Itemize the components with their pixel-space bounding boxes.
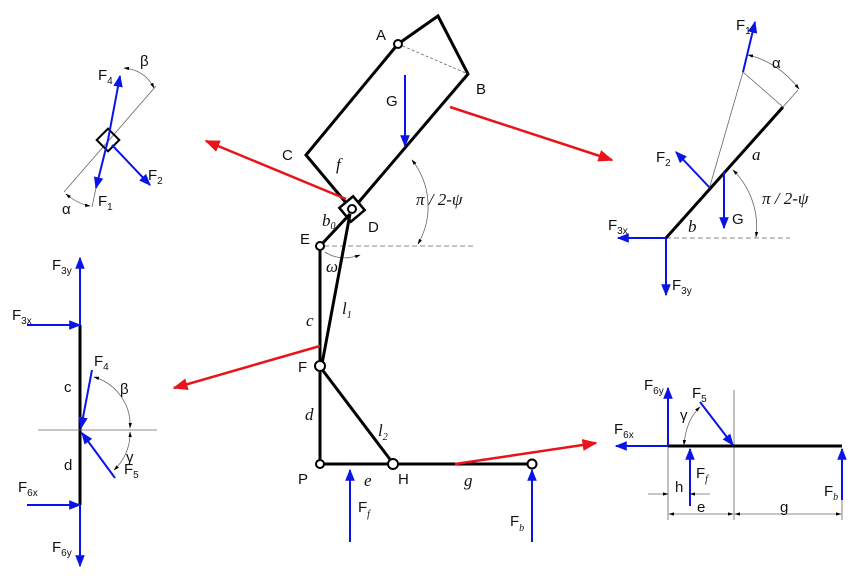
label-c-length: c (306, 311, 314, 330)
label-omega: ω (326, 257, 338, 276)
label-a: a (752, 145, 761, 164)
force-f1-arrow (93, 139, 109, 190)
label-f1: F1 (736, 17, 751, 37)
label-e-length: e (364, 471, 372, 490)
label-alpha: α (772, 55, 781, 72)
pin-d (347, 204, 357, 214)
force-f5-arrow (81, 432, 116, 479)
label-beta: β (120, 381, 129, 398)
label-h: h (675, 479, 683, 496)
label-e: E (300, 231, 310, 248)
force-f5-arrow (699, 401, 734, 446)
beta-arc (123, 66, 155, 89)
seat-frame (304, 13, 470, 213)
angle-arc (411, 159, 429, 245)
label-f2: F2 (148, 167, 163, 187)
label-f: F (298, 359, 307, 376)
pointer-to-column-fbd (172, 344, 321, 391)
label-ff: Ff (696, 465, 709, 485)
force-f4-arrow (78, 369, 93, 430)
label-f5: F5 (124, 461, 139, 481)
force-f1-arrow (742, 20, 758, 73)
base-free-body-diagram: F6y F6x F5 γ Ff Fb h e g (614, 377, 847, 520)
pin-end (526, 458, 538, 470)
label-angle: π / 2-ψ (762, 189, 809, 208)
label-f3y: F3y (52, 257, 72, 277)
force-f2-arrow (111, 144, 151, 186)
pointer-to-base-fbd (454, 439, 598, 466)
column-free-body-diagram: F3y F3x F4 F5 F6x F6y c d β γ (12, 256, 157, 568)
label-e: e (697, 499, 705, 516)
pin-a (393, 39, 403, 49)
label-g-length: g (464, 471, 473, 490)
label-f1: F1 (98, 193, 113, 213)
label-f3x: F3x (608, 217, 628, 237)
label-g: g (780, 499, 788, 516)
label-d: D (368, 219, 379, 236)
label-gamma: γ (680, 407, 688, 424)
label-c: C (282, 147, 293, 164)
label-b0: b0 (322, 211, 336, 232)
slider-free-body-diagram: F4 F1 F2 α β (62, 53, 163, 218)
label-angle: π / 2-ψ (416, 190, 463, 209)
label-h: H (398, 471, 409, 488)
label-beta: β (140, 53, 149, 70)
alpha-arc (65, 193, 91, 207)
label-p: P (298, 471, 308, 488)
label-f5: F5 (692, 385, 707, 405)
label-link-f: f (336, 155, 343, 174)
label-b: B (476, 81, 486, 98)
label-fb: Fb (510, 513, 524, 534)
label-d: d (64, 457, 72, 474)
label-ff: Ff (358, 499, 371, 520)
label-l1: l1 (342, 299, 352, 321)
label-f3x: F3x (12, 307, 32, 327)
alpha-arc (747, 54, 800, 90)
label-d-length: d (305, 405, 314, 424)
label-l2: l2 (378, 421, 388, 443)
label-f3y: F3y (672, 277, 692, 297)
link-l2 (319, 367, 394, 463)
link-b0 (318, 212, 352, 248)
seat-free-body-diagram: F1 α F2 G a b π / 2-ψ F3x F3y (608, 17, 809, 297)
force-f2-arrow (675, 151, 711, 189)
angle-arc (732, 169, 759, 238)
beta-arc (93, 376, 132, 429)
label-g-force: G (386, 93, 398, 110)
pin-f (314, 360, 326, 372)
label-b: b (688, 217, 697, 236)
pointer-to-seat-fbd (449, 105, 614, 162)
label-f6y: F6y (644, 377, 664, 397)
label-a: A (376, 27, 386, 44)
alpha-reference-ext (782, 89, 799, 108)
force-f4-arrow (107, 74, 123, 141)
gamma-arc (113, 431, 132, 471)
label-g: G (732, 211, 744, 228)
f1-extension (91, 187, 97, 208)
label-f2: F2 (656, 149, 671, 169)
gamma-arc (682, 406, 701, 446)
pin-p (315, 459, 325, 469)
label-f4: F4 (94, 353, 109, 373)
link-l1 (320, 213, 352, 365)
label-f6x: F6x (18, 479, 38, 499)
alpha-reference (742, 71, 784, 108)
label-f4: F4 (98, 67, 113, 87)
label-f6x: F6x (614, 421, 634, 441)
label-c: c (64, 379, 72, 396)
label-gamma: γ (126, 449, 134, 466)
pin-e (315, 241, 325, 251)
main-mechanism: A B C D E F P H G f b0 ω l1 c d l2 e g π… (172, 13, 614, 542)
label-alpha: α (62, 201, 71, 218)
a-b-line (397, 43, 469, 75)
slider-axis (63, 85, 157, 193)
f1-line (709, 71, 744, 187)
label-fb: Fb (824, 483, 838, 503)
pointer-to-slider-fbd (204, 139, 347, 201)
label-f6y: F6y (52, 539, 72, 559)
pin-h (387, 458, 399, 470)
